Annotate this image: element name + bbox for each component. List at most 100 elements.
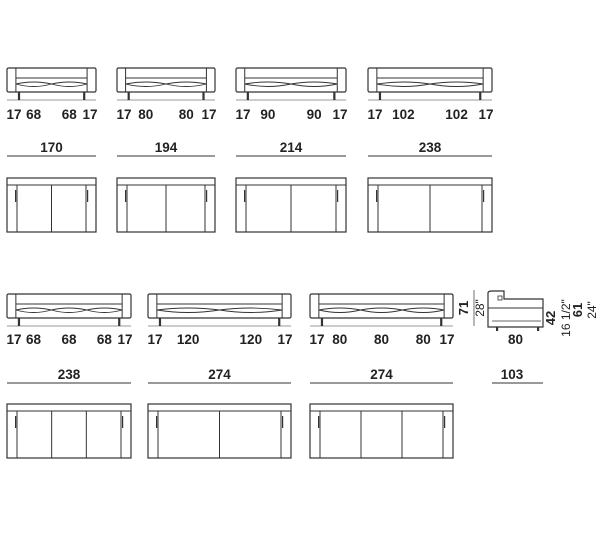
segment-dimension-label: 80 xyxy=(374,332,389,347)
plan-arm-detail xyxy=(444,416,446,428)
segment-dimension-label: 102 xyxy=(445,107,468,122)
seat-cushion-curve xyxy=(244,81,292,85)
segment-dimension-label: 17 xyxy=(277,332,292,347)
side-back-detail xyxy=(497,295,503,301)
seat-cushion-curve-lower xyxy=(244,83,292,87)
total-dimension-label: 194 xyxy=(155,140,178,155)
seat-cushion-curve-lower xyxy=(219,309,283,313)
sofa-leg xyxy=(440,318,443,326)
segment-dimension-label: 102 xyxy=(392,107,415,122)
segment-dimension-label: 17 xyxy=(309,332,324,347)
front-view xyxy=(147,293,292,327)
plan-arm-detail xyxy=(15,190,17,202)
sofa-leg xyxy=(83,92,86,100)
plan-arm-detail xyxy=(483,190,485,202)
segment-labels: 17 68 68 17 xyxy=(6,107,97,122)
segment-dimension-label: 80 xyxy=(332,332,347,347)
seat-cushion-curve xyxy=(219,307,283,311)
seat-cushion-curve-lower xyxy=(15,83,52,87)
total-dimension-label: 238 xyxy=(58,367,81,382)
seat-cushion-curve xyxy=(376,81,431,85)
segment-dimension-label: 68 xyxy=(26,332,42,347)
plan-view xyxy=(309,403,454,459)
sofa-front-outline xyxy=(6,293,132,319)
seat-cushion-curve-lower xyxy=(402,309,445,313)
segment-dimension-label: 17 xyxy=(82,107,97,122)
plan-outline xyxy=(6,403,132,459)
total-dimension-label: 274 xyxy=(370,367,393,382)
segment-dimension-label: 17 xyxy=(478,107,493,122)
seat-cushion-curve-lower xyxy=(360,309,403,313)
sofa-front-outline xyxy=(116,67,216,93)
height-42-label: 42 xyxy=(543,311,558,325)
plan-arm-detail xyxy=(122,416,124,428)
seat-cushion-curve xyxy=(156,307,220,311)
seat-cushion-curve xyxy=(51,81,88,85)
seat-cushion-curve xyxy=(360,307,403,311)
sofa-front-outline xyxy=(147,293,292,319)
segment-dimension-label: 17 xyxy=(235,107,250,122)
front-view xyxy=(367,67,493,101)
front-view xyxy=(309,293,454,327)
seat-cushion-curve xyxy=(51,307,87,311)
segment-dimension-label: 68 xyxy=(62,107,78,122)
plan-arm-detail xyxy=(15,416,17,428)
sofa-front-outline xyxy=(309,293,454,319)
front-view xyxy=(6,293,132,327)
total-dimension-label: 170 xyxy=(40,140,63,155)
segment-dimension-label: 68 xyxy=(26,107,42,122)
plan-view xyxy=(367,177,493,233)
seat-cushion-curve xyxy=(15,81,52,85)
plan-arm-detail xyxy=(206,190,208,202)
segment-dimension-label: 120 xyxy=(240,332,263,347)
height-61-label: 61 xyxy=(570,303,585,317)
plan-arm-detail xyxy=(376,190,378,202)
segment-dimension-label: 68 xyxy=(97,332,113,347)
sofa-front-outline xyxy=(235,67,347,93)
side-leg xyxy=(537,327,540,331)
total-length: 214 xyxy=(236,140,346,157)
plan-arm-detail xyxy=(318,416,320,428)
front-view xyxy=(6,67,97,101)
plan-arm-detail xyxy=(244,190,246,202)
front-view xyxy=(116,67,216,101)
total-length: 238 xyxy=(7,367,131,384)
total-dimension-label: 214 xyxy=(280,140,303,155)
sofa-leg xyxy=(158,318,162,326)
plan-view xyxy=(6,177,97,233)
seat-cushion-curve-lower xyxy=(86,309,123,313)
plan-arm-detail xyxy=(337,190,339,202)
segment-labels: 17 80 80 80 17 xyxy=(309,332,454,347)
segment-dimension-label: 17 xyxy=(201,107,216,122)
sofa-leg xyxy=(378,92,382,100)
segment-dimension-label: 17 xyxy=(6,107,21,122)
depth-total-label: 103 xyxy=(501,367,524,382)
seat-cushion-curve xyxy=(125,81,167,85)
total-length: 170 xyxy=(7,140,96,157)
height-28in-label: 28" xyxy=(473,299,487,317)
sofa-leg xyxy=(127,92,130,100)
plan-arm-detail xyxy=(282,416,284,428)
seat-cushion-curve xyxy=(86,307,123,311)
front-view xyxy=(235,67,347,101)
sofa-leg xyxy=(118,318,121,326)
height-16-5in-label: 16 1/2" xyxy=(559,299,573,337)
seat-cushion-curve-lower xyxy=(318,309,361,313)
seat-cushion-curve-lower xyxy=(15,309,52,313)
seat-cushion-curve-lower xyxy=(429,83,484,87)
segment-dimension-label: 80 xyxy=(416,332,431,347)
sofa-leg xyxy=(17,92,21,100)
side-depth-label: 80 xyxy=(508,332,523,347)
height-71-label: 71 xyxy=(456,301,471,315)
seat-cushion-curve xyxy=(318,307,361,311)
total-length: 274 xyxy=(148,367,291,384)
segment-dimension-label: 17 xyxy=(439,332,454,347)
sofa-leg xyxy=(246,92,249,100)
